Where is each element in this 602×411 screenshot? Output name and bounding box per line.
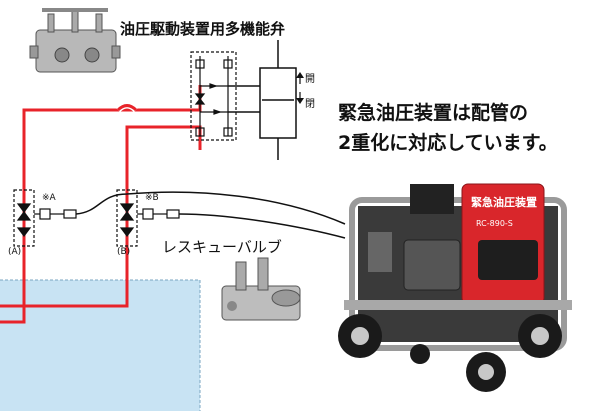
hydraulic-cylinder [228, 40, 297, 160]
unit-panel-title: 緊急油圧装置 [471, 195, 537, 209]
emergency-hydraulic-unit: 緊急油圧装置 RC-890-S [338, 183, 572, 392]
hoses [75, 191, 346, 239]
headline-line-2: 2重化に対応しています。 [338, 132, 558, 154]
unit-model: RC-890-S [476, 219, 513, 228]
open-close-arrows-icon [296, 72, 304, 104]
valve-symbol-b [116, 189, 180, 247]
valve-symbol-a [13, 189, 77, 247]
note-a: ※A [42, 193, 56, 203]
rescue-valve-photo [221, 257, 301, 321]
station-a-label: (A) [8, 247, 22, 257]
headline-line-1: 緊急油圧装置は配管の [338, 102, 529, 124]
close-label: 閉 [305, 99, 315, 110]
rescue-valve-label: レスキューバルブ [162, 238, 282, 256]
note-b: ※B [145, 193, 159, 203]
multifunction-valve-symbol [190, 51, 237, 141]
station-b-label: (B) [117, 247, 131, 257]
manifold-valve-photo [29, 8, 121, 73]
multifunction-valve-label: 油圧駆動装置用多機能弁 [120, 20, 286, 38]
water-tank [0, 280, 200, 411]
open-label: 開 [305, 74, 315, 85]
